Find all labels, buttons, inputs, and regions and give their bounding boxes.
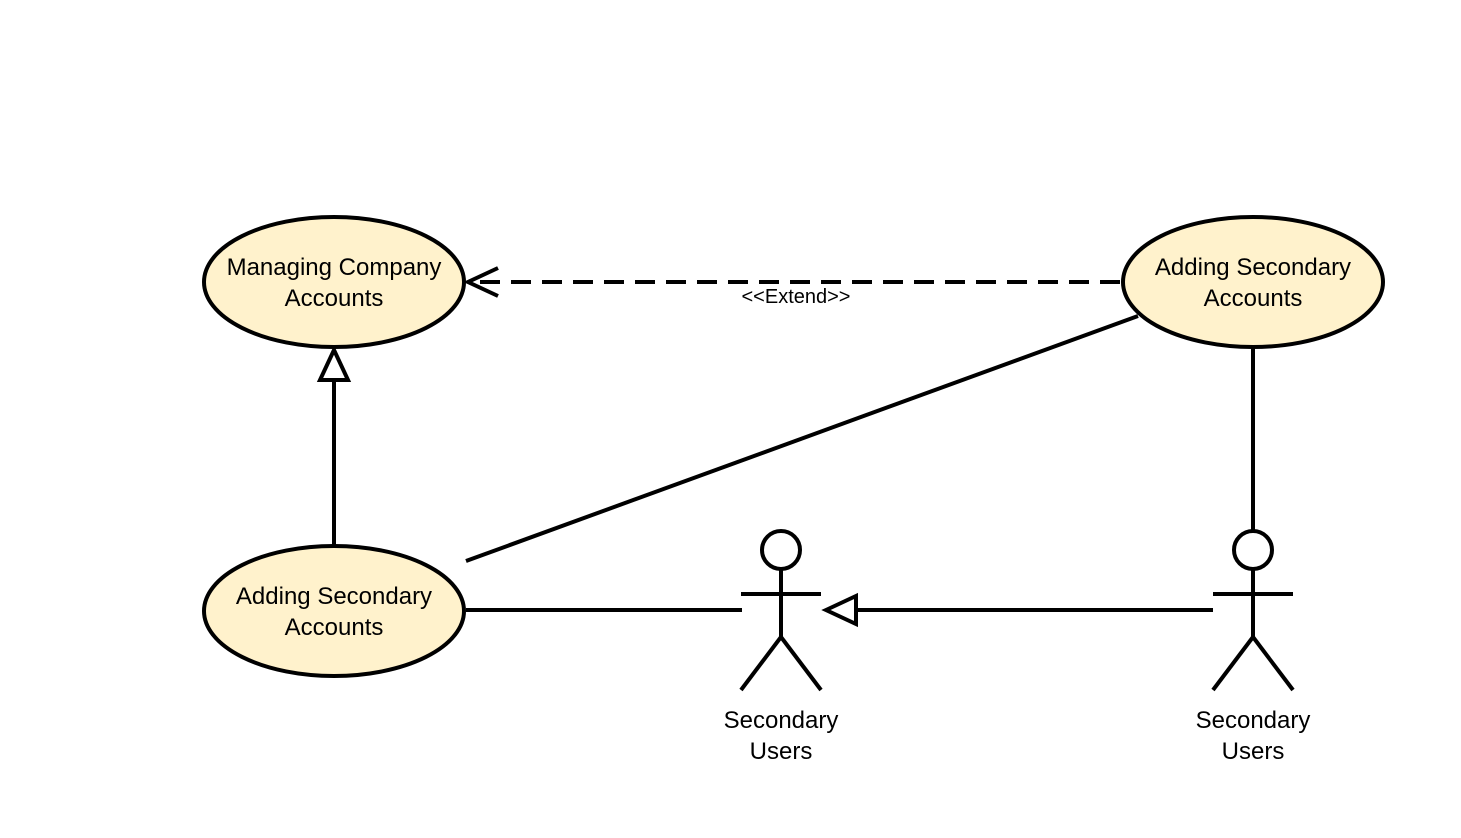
actor-label-line2: Users bbox=[1222, 738, 1285, 765]
actor-stick-figure-icon bbox=[1211, 529, 1295, 692]
usecase-label-line1: Adding Secondary bbox=[236, 583, 432, 610]
usecase-ellipse bbox=[202, 544, 466, 678]
extend-label: <<Extend>> bbox=[742, 286, 851, 308]
usecase-managing-company-accounts[interactable]: Managing Company Accounts bbox=[202, 215, 466, 349]
actor-secondary-users-middle[interactable]: Secondary Users bbox=[724, 529, 839, 765]
usecase-label-line1: Managing Company bbox=[227, 254, 442, 281]
generalization-arrowhead-actor bbox=[821, 592, 858, 628]
generalization-arrowhead-usecase bbox=[316, 345, 352, 382]
actor-label-line2: Users bbox=[750, 738, 813, 765]
actor-secondary-users-right[interactable]: Secondary Users bbox=[1196, 529, 1311, 765]
usecase-adding-secondary-accounts-right[interactable]: Adding Secondary Accounts bbox=[1121, 215, 1385, 349]
usecase-label-line2: Accounts bbox=[285, 614, 384, 641]
extend-arrowhead bbox=[463, 266, 499, 298]
usecase-ellipse bbox=[1121, 215, 1385, 349]
usecase-label-line2: Accounts bbox=[1204, 285, 1303, 312]
relationships bbox=[316, 266, 1255, 628]
usecase-ellipse bbox=[202, 215, 466, 349]
association-line-diagonal[interactable] bbox=[465, 314, 1139, 563]
usecase-label-line2: Accounts bbox=[285, 285, 384, 312]
actor-label-line1: Secondary bbox=[1196, 707, 1311, 734]
usecase-adding-secondary-accounts-left[interactable]: Adding Secondary Accounts bbox=[202, 544, 466, 678]
usecase-label-line1: Adding Secondary bbox=[1155, 254, 1351, 281]
actor-label-line1: Secondary bbox=[724, 707, 839, 734]
actor-stick-figure-icon bbox=[739, 529, 823, 692]
